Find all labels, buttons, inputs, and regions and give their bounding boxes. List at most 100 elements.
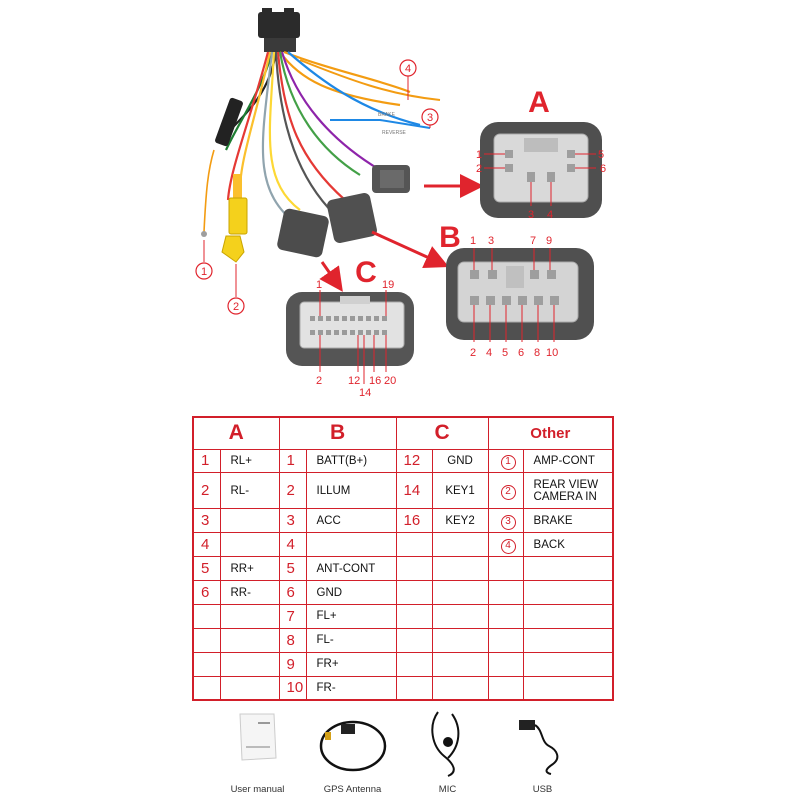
svg-text:4: 4 xyxy=(547,209,553,221)
cell-a-num xyxy=(192,603,221,629)
cell-a-num xyxy=(192,627,221,653)
table-header-row: A B C Other xyxy=(192,416,614,450)
cell-a-num xyxy=(192,651,221,677)
header-b: B xyxy=(278,416,397,450)
svg-text:3: 3 xyxy=(528,209,534,221)
cell-a-label xyxy=(219,675,280,701)
cell-c-num xyxy=(395,651,433,677)
cell-c-label xyxy=(431,675,489,701)
cell-c-label xyxy=(431,532,489,558)
svg-text:1: 1 xyxy=(316,279,322,291)
cell-a-num: 6 xyxy=(192,580,221,605)
accessory-usb: USB xyxy=(495,700,590,800)
header-other: Other xyxy=(487,416,614,450)
cell-b-num: 8 xyxy=(278,627,307,653)
cell-c-label: KEY2 xyxy=(431,508,489,534)
svg-text:BRAKE: BRAKE xyxy=(378,112,396,118)
cell-c-label xyxy=(431,651,489,677)
cell-o-label xyxy=(522,603,614,629)
circled-number: 2 xyxy=(500,485,516,501)
cell-a-num: 5 xyxy=(192,556,221,582)
svg-text:14: 14 xyxy=(359,387,371,399)
svg-text:7: 7 xyxy=(530,235,536,247)
cell-a-label xyxy=(219,627,280,653)
cell-c-label: KEY1 xyxy=(431,472,489,510)
circled-number: 4 xyxy=(500,539,516,555)
cell-c-num xyxy=(395,532,433,558)
callout-3: 3 xyxy=(421,108,439,128)
accessory-gps-antenna: GPS Antenna xyxy=(305,700,400,800)
accessory-label: User manual xyxy=(230,784,285,795)
svg-text:20: 20 xyxy=(384,375,396,387)
cell-o-num xyxy=(487,651,524,677)
cell-b-label: FL+ xyxy=(305,603,397,629)
cell-c-num xyxy=(395,675,433,701)
cell-b-label: FL- xyxy=(305,627,397,653)
cell-c-num xyxy=(395,580,433,605)
cell-b-num: 4 xyxy=(278,532,307,558)
cell-o-label xyxy=(522,675,614,701)
cell-b-label xyxy=(305,532,397,558)
cell-b-num: 9 xyxy=(278,651,307,677)
cell-b-label: FR+ xyxy=(305,651,397,677)
cell-o-label: BRAKE xyxy=(522,508,614,534)
accessory-mic: MIC xyxy=(400,700,495,800)
inline-filter xyxy=(201,97,243,237)
cell-c-label xyxy=(431,580,489,605)
circled-number: 1 xyxy=(500,455,516,471)
svg-text:16: 16 xyxy=(369,375,381,387)
cell-b-num: 10 xyxy=(278,675,307,701)
cell-a-label: RL- xyxy=(219,472,280,510)
callout-1: 1 xyxy=(195,240,213,280)
cell-b-num: 6 xyxy=(278,580,307,605)
svg-text:9: 9 xyxy=(546,235,552,247)
cell-b-num: 3 xyxy=(278,508,307,534)
svg-text:12: 12 xyxy=(348,375,360,387)
cell-b-num: 7 xyxy=(278,603,307,629)
cell-a-label xyxy=(219,508,280,534)
wiring-harness-diagram: BRAKE REVERSE 1 2 3 4 A xyxy=(195,8,606,399)
accessories-row: User manual GPS Antenna MIC USB xyxy=(210,700,590,800)
cell-o-label: BACK xyxy=(522,532,614,558)
cell-a-num: 3 xyxy=(192,508,221,534)
svg-text:C: C xyxy=(355,256,377,289)
iso-plug xyxy=(258,8,300,52)
cell-b-num: 5 xyxy=(278,556,307,582)
cell-c-num: 12 xyxy=(395,448,433,474)
cell-b-num: 1 xyxy=(278,448,307,474)
svg-text:REVERSE: REVERSE xyxy=(382,130,407,136)
cell-o-label xyxy=(522,627,614,653)
cell-b-label: ACC xyxy=(305,508,397,534)
cell-a-label: RL+ xyxy=(219,448,280,474)
cell-o-label: REAR VIEW CAMERA IN xyxy=(522,472,614,510)
svg-text:1: 1 xyxy=(201,266,207,278)
cell-o-label xyxy=(522,651,614,677)
cell-b-label: ILLUM xyxy=(305,472,397,510)
header-c: C xyxy=(395,416,489,450)
cell-a-num: 1 xyxy=(192,448,221,474)
cell-b-label: GND xyxy=(305,580,397,605)
cell-a-label xyxy=(219,651,280,677)
svg-text:10: 10 xyxy=(546,347,558,359)
cell-a-num xyxy=(192,675,221,701)
svg-text:5: 5 xyxy=(598,149,604,161)
rca-camera-plug xyxy=(221,174,248,263)
cell-o-label: AMP-CONT xyxy=(522,448,614,474)
svg-text:2: 2 xyxy=(476,163,482,175)
cell-c-num xyxy=(395,556,433,582)
cell-a-label: RR+ xyxy=(219,556,280,582)
accessory-user-manual: User manual xyxy=(210,700,305,800)
cell-o-num: 2 xyxy=(487,472,524,510)
accessory-label: USB xyxy=(532,784,553,795)
microphone-icon xyxy=(430,711,459,777)
svg-text:4: 4 xyxy=(486,347,492,359)
cell-b-label: ANT-CONT xyxy=(305,556,397,582)
svg-text:1: 1 xyxy=(476,149,482,161)
